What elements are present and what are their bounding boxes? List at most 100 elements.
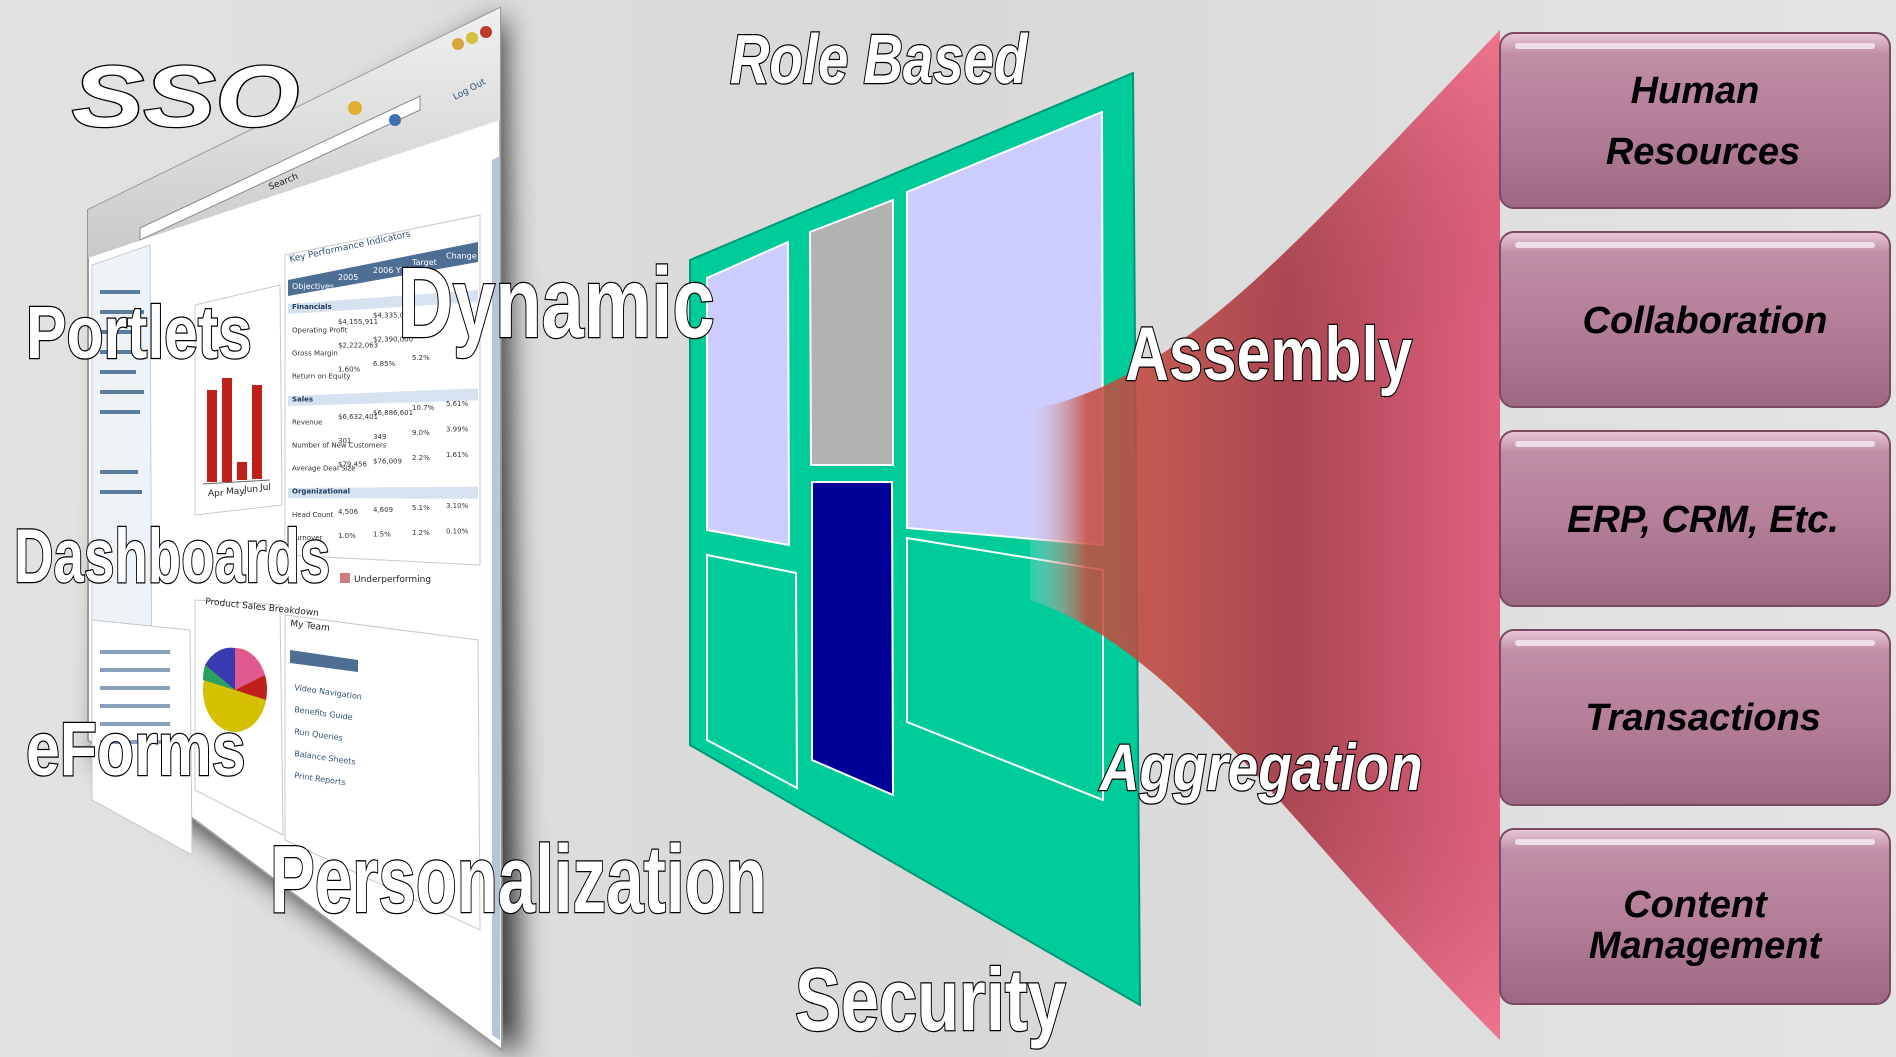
bar (207, 390, 217, 482)
kpi-cell: Return on Equity (292, 372, 351, 380)
nav-item[interactable] (100, 350, 142, 354)
nav-item[interactable] (100, 470, 138, 474)
kpi-cell: 6.85% (373, 360, 396, 368)
box-shape (1499, 828, 1891, 1005)
bar (222, 378, 232, 482)
label-personalization: Personalization (270, 825, 767, 933)
feature-labels: SSO Portlets Dashboards eForms Dynamic P… (13, 19, 1424, 1050)
box-label: Resources (1606, 131, 1800, 173)
box-label: ERP, CRM, Etc. (1567, 499, 1839, 541)
kpi-cell: 0.10% (446, 528, 469, 536)
kpi-header-cell: 2006 YTD (373, 266, 412, 275)
aggregation-funnel (1030, 30, 1500, 1040)
scrollbar[interactable] (492, 156, 500, 1040)
kpi-cell: Average Deal Size (292, 465, 356, 473)
close-icon[interactable] (480, 26, 492, 38)
nav-item[interactable] (100, 390, 144, 394)
label-eforms: eForms (26, 707, 246, 792)
search-icon[interactable] (389, 114, 401, 126)
kpi-cell: $6,632,401 (338, 413, 378, 421)
pie-slice (205, 647, 235, 690)
nav-item[interactable] (100, 330, 138, 334)
form-row[interactable] (100, 668, 170, 672)
form-row[interactable] (100, 740, 170, 744)
help-icon[interactable] (348, 101, 362, 115)
source-box-erp-crm[interactable]: ERP, CRM, Etc. (1499, 430, 1891, 607)
nav-item[interactable] (100, 310, 144, 314)
address-bar[interactable] (139, 95, 421, 241)
kpi-header-cell: Change (446, 251, 477, 260)
kpi-cell: 4,609 (373, 506, 393, 514)
bar-axis (202, 479, 271, 485)
form-row[interactable] (100, 704, 170, 708)
form-row[interactable] (100, 650, 170, 654)
nav-item[interactable] (100, 490, 142, 494)
box-highlight (1515, 441, 1875, 447)
chart-tick: May (226, 487, 245, 497)
kpi-cell: 5.2% (412, 354, 430, 362)
kpi-cell: 3.99% (446, 426, 469, 434)
kpi-cell: Revenue (292, 419, 323, 427)
box-highlight (1515, 43, 1875, 49)
label-aggregation: Aggregation (1098, 730, 1422, 804)
form-row[interactable] (100, 722, 170, 726)
list-header: My Team (290, 619, 331, 634)
source-box-content-management[interactable]: Content Management (1499, 828, 1891, 1005)
panel-top-middle (808, 198, 894, 466)
pie-slice (235, 647, 265, 690)
pie-chart (202, 647, 267, 732)
nav-item[interactable] (100, 370, 136, 374)
box-highlight (1515, 640, 1875, 646)
list-portlet (284, 614, 481, 931)
eforms-portlet (91, 619, 193, 856)
box-shape (1499, 629, 1891, 806)
minimize-icon[interactable] (452, 38, 464, 50)
source-box-collaboration[interactable]: Collaboration (1499, 231, 1891, 408)
kpi-cell: Operating Profit (292, 326, 348, 334)
kpi-cell: $76,009 (373, 458, 402, 466)
label-dynamic: Dynamic (398, 247, 715, 358)
form-row[interactable] (100, 686, 170, 690)
pie-slice (202, 665, 235, 690)
box-label: Management (1589, 925, 1823, 967)
maximize-icon[interactable] (466, 32, 478, 44)
kpi-cell: 1.61% (446, 451, 469, 459)
kpi-cell: Sales (292, 395, 313, 403)
kpi-cell: 5.61% (446, 400, 469, 408)
kpi-section-band (288, 290, 478, 314)
kpi-cell: 9.0% (412, 429, 430, 437)
kpi-header-cell: Objectives (292, 282, 334, 291)
source-box-transactions[interactable]: Transactions (1499, 629, 1891, 806)
legend-swatch (340, 573, 350, 583)
label-dashboards: Dashboards (14, 514, 330, 599)
kpi-cell: 349 (373, 433, 386, 441)
nav-item[interactable] (100, 290, 140, 294)
kpi-cell: Financials (292, 303, 332, 311)
kpi-cell: $4,155,911 (338, 318, 378, 326)
source-box-hr[interactable]: Human Resources (1499, 32, 1891, 209)
label-security: Security (795, 951, 1066, 1049)
source-boxes: Human Resources Collaboration ERP, CRM, … (1499, 32, 1891, 1005)
panel-top-left (706, 240, 791, 547)
kpi-cell: 3.10% (446, 502, 469, 510)
box-shape (1499, 430, 1891, 607)
kpi-cell: $79,456 (338, 461, 367, 469)
eforms-rows (100, 650, 170, 744)
kpi-cell: 5.1% (412, 504, 430, 512)
panel-bottom-left (706, 553, 799, 790)
kpi-cell: 2.2% (412, 454, 430, 462)
chart-tick: Jun (243, 485, 258, 495)
box-label: Transactions (1585, 697, 1821, 739)
kpi-cell: $6,886,601 (373, 409, 413, 417)
box-shape (1499, 231, 1891, 408)
nav-item[interactable] (100, 410, 140, 414)
pie-slice (235, 675, 267, 700)
kpi-cell: Gross Margin (292, 349, 338, 357)
kpi-header (288, 242, 478, 296)
panel-bottom-middle (811, 481, 895, 797)
box-label: Collaboration (1583, 300, 1828, 342)
